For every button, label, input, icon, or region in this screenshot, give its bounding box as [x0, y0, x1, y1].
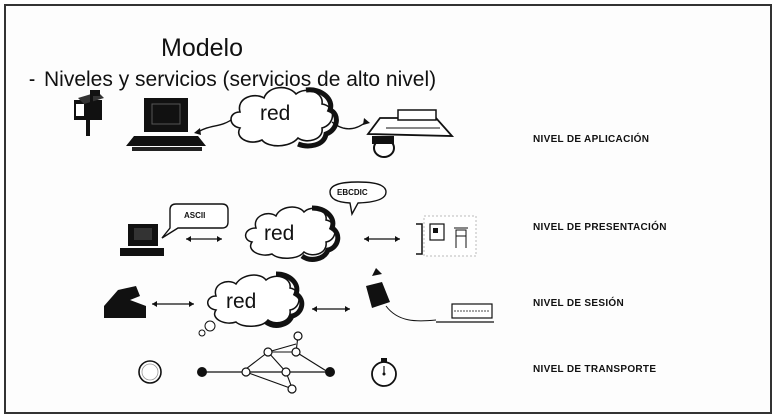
bell-icon	[366, 268, 390, 308]
slide-title: Modelo	[161, 34, 243, 62]
computer-icon	[126, 98, 206, 151]
ascii-label: ASCII	[184, 211, 206, 220]
bullet-line: ⁃ Niveles y servicios (servicios de alto …	[28, 68, 436, 92]
ebcdic-bubble	[329, 181, 387, 217]
network-graph	[197, 331, 335, 394]
cloud-label-1: red	[260, 102, 291, 125]
layer-label-presentation: NIVEL DE PRESENTACIÓN	[533, 222, 667, 233]
clock-icon	[138, 360, 162, 384]
slide: Modelo ⁃ Niveles y servicios (servicios d…	[4, 4, 772, 414]
cloud-label-2: red	[264, 222, 295, 245]
stopwatch-icon	[371, 358, 397, 387]
ascii-bubble	[161, 203, 229, 239]
ebcdic-label: EBCDIC	[337, 188, 368, 197]
bullet-mark: ⁃	[28, 73, 36, 90]
phone-device-icon	[436, 303, 494, 323]
bullet-text: Niveles y servicios (servicios de alto n…	[44, 68, 437, 91]
layer-label-session: NIVEL DE SESIÓN	[533, 298, 625, 309]
cloud-2	[244, 205, 341, 262]
layer-label-application: NIVEL DE APLICACIÓN	[533, 134, 650, 145]
computer-small-icon	[120, 224, 164, 256]
telephone-icon	[366, 109, 455, 158]
mailbox-icon	[74, 90, 104, 136]
hand-icon	[104, 286, 146, 318]
cloud-3	[198, 271, 305, 337]
layer-label-transport: NIVEL DE TRANSPORTE	[533, 364, 657, 375]
diagram-art	[74, 86, 494, 394]
cloud-1	[230, 86, 339, 149]
cloud-label-3: red	[226, 290, 257, 313]
terminal-icon	[416, 215, 477, 257]
